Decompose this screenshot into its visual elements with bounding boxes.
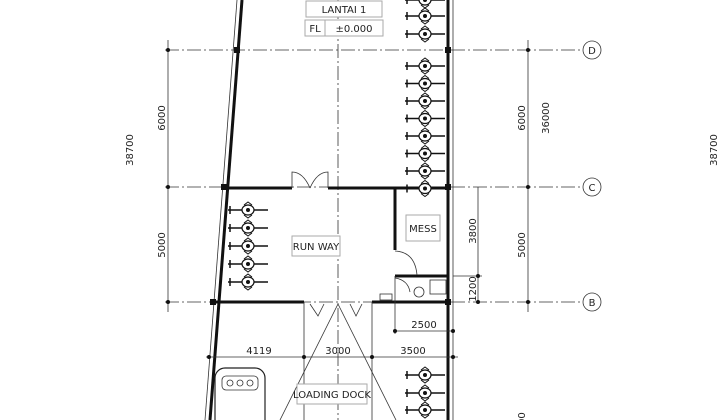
fl-label: FL bbox=[309, 24, 321, 35]
motorcycle-icon bbox=[405, 144, 445, 163]
motorcycle-parking bbox=[228, 0, 445, 419]
dim-mess-height: 3800 bbox=[468, 218, 479, 243]
dim-total-right: 38700 bbox=[709, 134, 720, 166]
dim-total-left: 38700 bbox=[125, 134, 136, 166]
motorcycle-icon bbox=[405, 127, 445, 145]
motorcycle-icon bbox=[405, 162, 445, 180]
grid-bubble-d: D bbox=[582, 40, 602, 60]
motorcycle-icon bbox=[405, 179, 445, 198]
walls bbox=[204, 0, 454, 420]
dim-right-d-c: 6000 bbox=[517, 105, 528, 130]
dim-right-c-b: 5000 bbox=[517, 232, 528, 257]
motorcycle-icon bbox=[405, 109, 445, 128]
motorcycle-icon bbox=[405, 401, 445, 419]
grid-bubble-c: C bbox=[582, 177, 602, 197]
car-icon bbox=[214, 367, 266, 420]
dim-right-total: 36000 bbox=[541, 102, 552, 134]
dim-left-d-c: 6000 bbox=[157, 105, 168, 130]
motorcycle-icon bbox=[405, 384, 445, 402]
dim-bay-2: 3000 bbox=[325, 346, 350, 357]
motorcycle-icon bbox=[405, 0, 445, 9]
svg-text:B: B bbox=[589, 298, 596, 309]
motorcycle-icon bbox=[405, 7, 445, 25]
dimension-lines bbox=[166, 40, 530, 359]
motorcycle-icon bbox=[228, 219, 268, 237]
loading-dock-sightlines bbox=[279, 303, 397, 420]
motorcycle-icon bbox=[405, 366, 445, 384]
dim-bottom-partial: 5000 bbox=[517, 412, 528, 420]
motorcycle-icon bbox=[405, 74, 445, 93]
svg-text:D: D bbox=[588, 46, 596, 57]
level-title: LANTAI 1 bbox=[322, 5, 367, 16]
dim-bay-1: 4119 bbox=[246, 346, 271, 357]
dim-bay-3: 3500 bbox=[400, 346, 425, 357]
motorcycle-icon bbox=[405, 57, 445, 75]
motorcycle-icon bbox=[405, 25, 445, 43]
dim-wc-height: 1200 bbox=[468, 276, 479, 301]
motorcycle-icon bbox=[228, 201, 268, 219]
fl-value: ±0.000 bbox=[335, 24, 372, 35]
room-label-loading-dock: LOADING DOCK bbox=[293, 390, 371, 401]
room-label-runway: RUN WAY bbox=[293, 242, 340, 253]
dim-mess-width: 2500 bbox=[411, 320, 436, 331]
svg-text:C: C bbox=[589, 183, 596, 194]
motorcycle-icon bbox=[228, 255, 268, 273]
motorcycle-icon bbox=[405, 92, 445, 110]
motorcycle-icon bbox=[228, 273, 268, 291]
dim-left-c-b: 5000 bbox=[157, 232, 168, 257]
grid-bubble-b: B bbox=[582, 292, 602, 312]
room-label-mess: MESS bbox=[409, 224, 437, 235]
motorcycle-icon bbox=[228, 237, 268, 255]
